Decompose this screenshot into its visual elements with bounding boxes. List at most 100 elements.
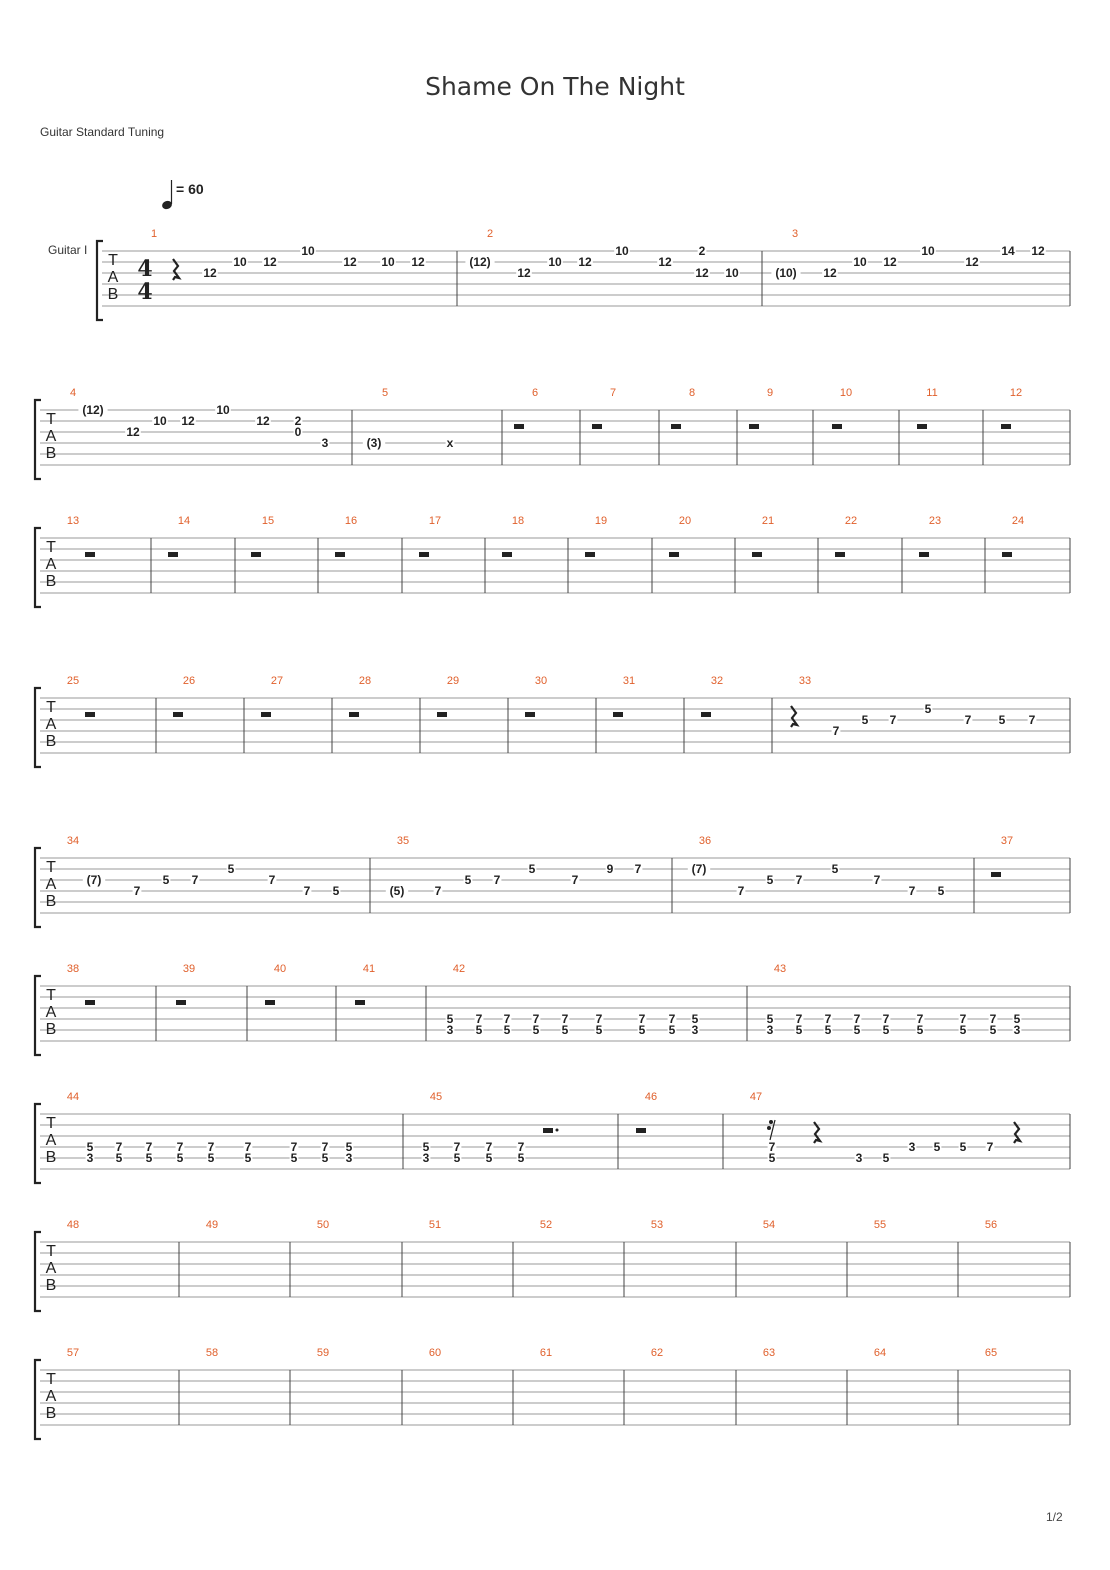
- bar-number: 58: [206, 1347, 218, 1359]
- fret-number: 0: [295, 425, 302, 439]
- half-rest-icon: [835, 552, 845, 557]
- fret-number: (5): [390, 884, 405, 898]
- fret-number: 12: [126, 425, 140, 439]
- fret-mask: [667, 1014, 677, 1025]
- tab-clef-letter: B: [46, 1021, 57, 1038]
- bar-number: 31: [623, 675, 635, 687]
- bar-number: 24: [1012, 515, 1024, 527]
- fret-mask: [114, 1153, 124, 1164]
- fret-number: 2: [699, 244, 706, 258]
- fret-number: 7: [504, 1012, 511, 1026]
- bar-number: 46: [645, 1091, 657, 1103]
- fret-mask: [736, 886, 746, 897]
- tab-clef-letter: T: [46, 411, 56, 428]
- half-rest-icon: [991, 872, 1001, 877]
- fret-mask: [794, 1014, 804, 1025]
- fret-number: 5: [925, 702, 932, 716]
- half-rest-icon: [85, 1000, 95, 1005]
- time-signature-bottom: 4: [137, 279, 152, 305]
- fret-number: 7: [854, 1012, 861, 1026]
- fret-number: 5: [767, 873, 774, 887]
- fret-mask: [215, 405, 231, 416]
- page-number: 1/2: [1046, 1510, 1063, 1524]
- fret-number: 5: [529, 862, 536, 876]
- half-rest-icon: [251, 552, 261, 557]
- half-rest-icon: [543, 1128, 553, 1133]
- tab-clef-letter: T: [46, 699, 56, 716]
- bar-number: 28: [359, 675, 371, 687]
- bar-number: 61: [540, 1347, 552, 1359]
- fret-mask: [988, 1025, 998, 1036]
- fret-mask: [1012, 1025, 1022, 1036]
- fret-mask: [445, 438, 455, 449]
- fret-mask: [433, 886, 443, 897]
- fret-mask: [594, 1025, 604, 1036]
- tuning-label: Guitar Standard Tuning: [40, 125, 165, 139]
- fret-number: 5: [245, 1151, 252, 1165]
- bar-number: 32: [711, 675, 723, 687]
- bar-number: 13: [67, 515, 79, 527]
- bar-number: 29: [447, 675, 459, 687]
- half-rest-icon: [613, 712, 623, 717]
- fret-number: 10: [233, 255, 247, 269]
- bar-number: 21: [762, 515, 774, 527]
- fret-number: 7: [269, 873, 276, 887]
- bar-number: 63: [763, 1347, 775, 1359]
- bar-number: 14: [178, 515, 190, 527]
- fret-mask: [320, 438, 330, 449]
- tab-clef-letter: A: [46, 1004, 57, 1021]
- fret-number: 5: [832, 862, 839, 876]
- bar-number: 44: [67, 1091, 79, 1103]
- half-rest-icon: [669, 552, 679, 557]
- tab-clef-letter: A: [46, 428, 57, 445]
- fret-mask: [502, 1025, 512, 1036]
- fret-number: 5: [960, 1140, 967, 1154]
- fret-number: 5: [596, 1023, 603, 1037]
- fret-number: 3: [87, 1151, 94, 1165]
- half-rest-icon: [335, 552, 345, 557]
- tab-clef-letter: T: [46, 859, 56, 876]
- fret-number: 7: [291, 1140, 298, 1154]
- bar-number: 22: [845, 515, 857, 527]
- bar-number: 49: [206, 1219, 218, 1231]
- fret-mask: [342, 257, 358, 268]
- fret-mask: [152, 416, 168, 427]
- fret-number: 7: [134, 884, 141, 898]
- bar-number: 60: [429, 1347, 441, 1359]
- half-rest-icon: [1002, 552, 1012, 557]
- half-rest-icon: [701, 712, 711, 717]
- bar-number: 15: [262, 515, 274, 527]
- bar-number: 37: [1001, 835, 1013, 847]
- fret-mask: [421, 1153, 431, 1164]
- fret-number: 5: [796, 1023, 803, 1037]
- fret-number: 7: [917, 1012, 924, 1026]
- fret-mask: [362, 438, 386, 449]
- fret-mask: [484, 1153, 494, 1164]
- bar-number: 59: [317, 1347, 329, 1359]
- fret-number: x: [447, 436, 454, 450]
- fret-mask: [410, 257, 426, 268]
- fret-number: 7: [562, 1012, 569, 1026]
- half-rest-icon: [85, 552, 95, 557]
- fret-number: 10: [381, 255, 395, 269]
- half-rest-icon: [349, 712, 359, 717]
- fret-number: 5: [562, 1023, 569, 1037]
- fret-mask: [1000, 246, 1016, 257]
- fret-number: 5: [960, 1023, 967, 1037]
- fret-mask: [694, 268, 710, 279]
- tab-clef-letter: A: [46, 876, 57, 893]
- dot-icon: [555, 1128, 559, 1132]
- fret-number: 3: [423, 1151, 430, 1165]
- system-bracket: [33, 846, 41, 929]
- fret-number: 7: [245, 1140, 252, 1154]
- bar-number: 7: [610, 387, 616, 399]
- fret-number: 12: [578, 255, 592, 269]
- fret-mask: [637, 1014, 647, 1025]
- fret-mask: [633, 864, 643, 875]
- bar-number: 65: [985, 1347, 997, 1359]
- fret-mask: [243, 1142, 253, 1153]
- bar-number: 20: [679, 515, 691, 527]
- fret-mask: [1012, 1014, 1022, 1025]
